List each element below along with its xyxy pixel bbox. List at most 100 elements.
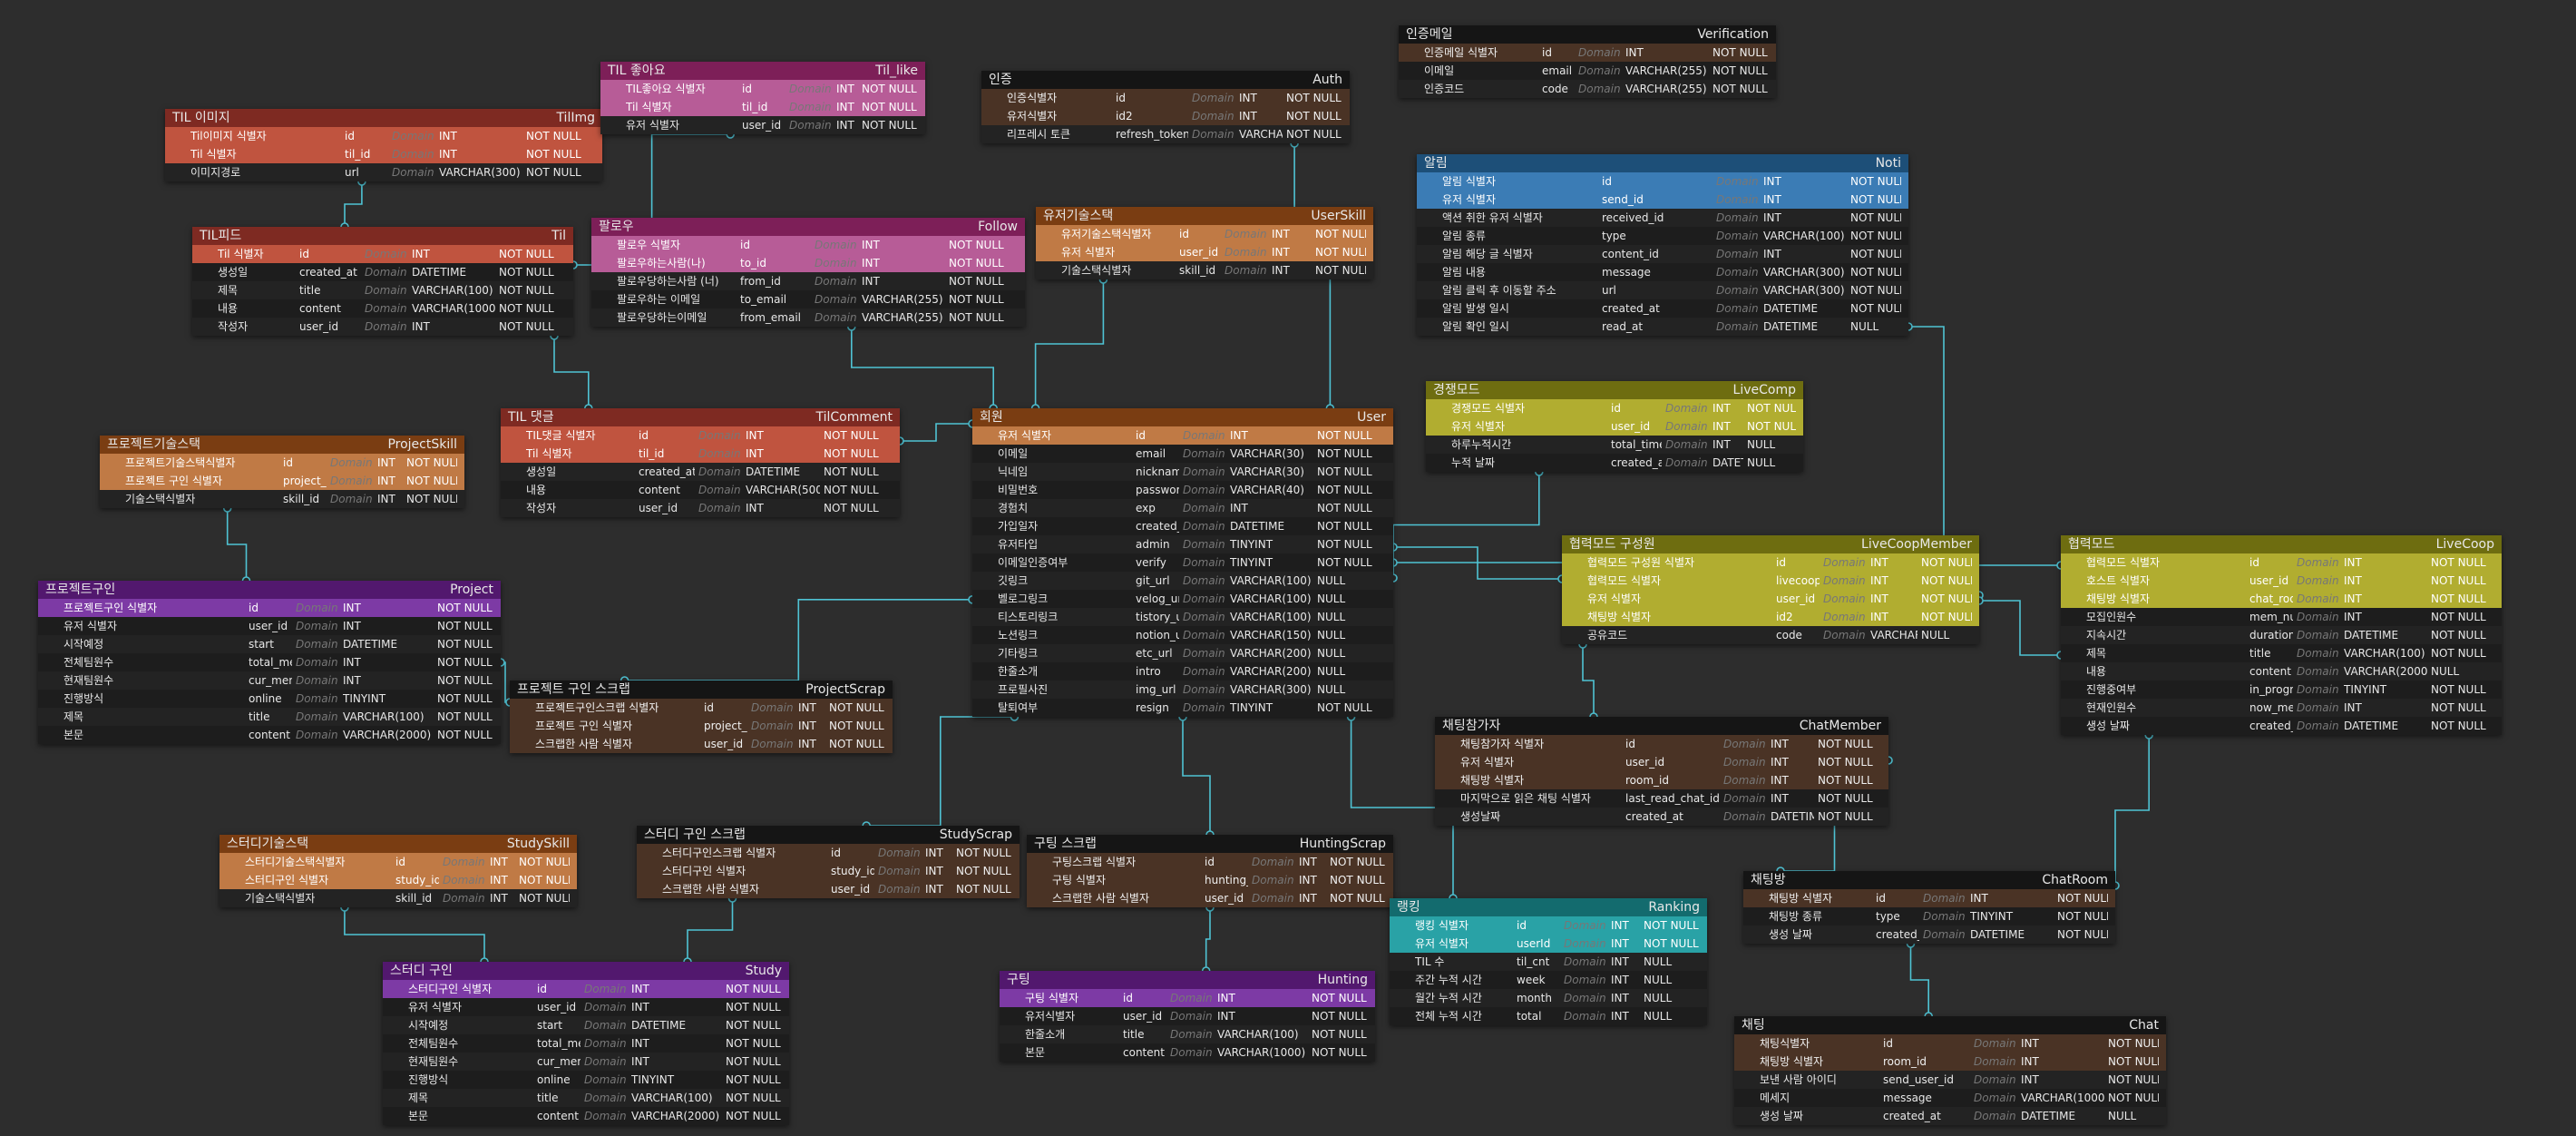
entity-studyskill[interactable]: 스터디기술스택StudySkill⚷스터디기술스택식별자idDomainINTN… [220,835,577,907]
column-row[interactable]: 닉네임nicknameDomainVARCHAR(30)NOT NULL [972,463,1393,481]
